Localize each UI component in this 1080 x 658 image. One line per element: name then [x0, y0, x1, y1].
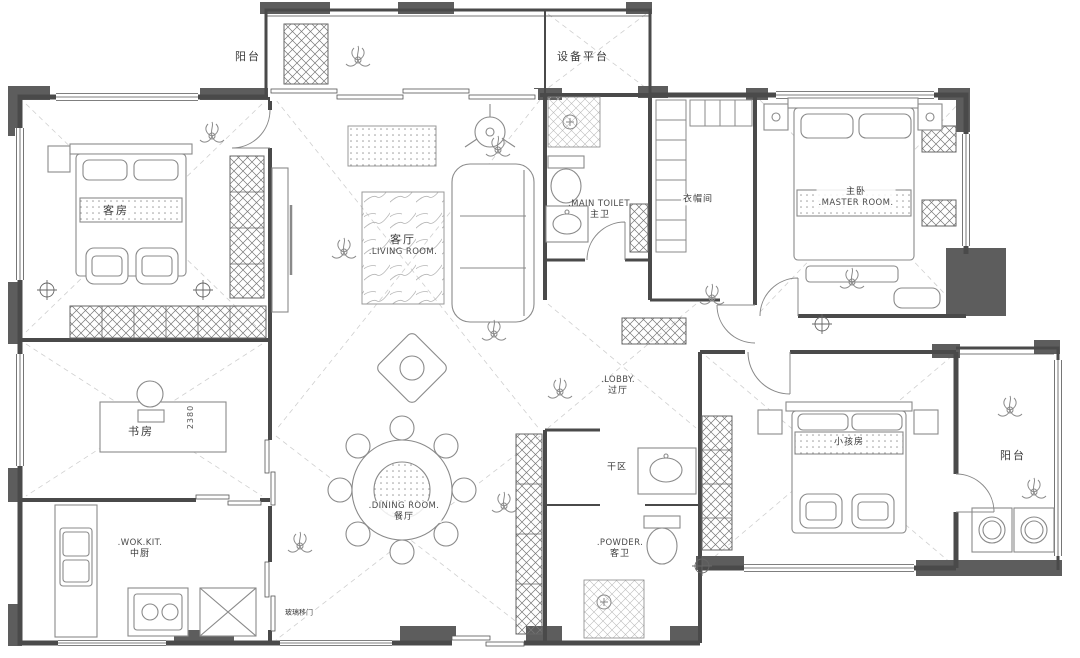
master-room-en-text: .MASTER ROOM.	[818, 198, 894, 209]
wok-kitchen-cn-text: 中厨	[129, 548, 151, 559]
label-study: 书房	[126, 425, 156, 439]
kids-room-text: 小孩房	[833, 437, 865, 448]
lobby-en-text: .LOBBY.	[601, 375, 635, 386]
label-glass-sliding-door: 玻璃移门	[283, 608, 315, 618]
right-balcony-fixtures	[971, 507, 1055, 553]
label-equipment-platform: 设备平台	[557, 50, 609, 64]
glass-door-text: 玻璃移门	[285, 608, 313, 617]
lobby-cn-text: 过厅	[607, 385, 628, 396]
rugs	[347, 125, 445, 305]
label-living-room: 客厅 .LIVING ROOM.	[369, 233, 437, 257]
kids-room-furniture	[757, 401, 939, 534]
label-guest-room: 客房	[101, 204, 131, 218]
wok-kitchen-en-text: .WOK.KIT.	[117, 538, 163, 549]
main-toilet-cn-text: 主卫	[589, 209, 610, 220]
label-balcony-right: 阳台	[1000, 449, 1026, 463]
study-text: 书房	[128, 425, 154, 439]
label-kids-room: 小孩房	[831, 437, 867, 449]
balcony-top-text: 阳台	[235, 50, 261, 64]
study-dimension-text: 2380	[186, 404, 195, 430]
master-room-furniture	[763, 97, 943, 309]
powder-room-fixtures	[596, 447, 697, 610]
study-furniture	[99, 380, 227, 453]
dry-area-text: 干区	[606, 462, 628, 473]
label-dry-area: 干区	[604, 462, 630, 474]
label-master-room: 主卧 .MASTER ROOM.	[816, 187, 896, 209]
balcony-right-text: 阳台	[1000, 449, 1026, 463]
cloakroom-text: 衣帽间	[682, 194, 714, 205]
label-wok-kitchen: .WOK.KIT. 中厨	[118, 538, 163, 560]
master-room-cn-text: 主卧	[845, 187, 867, 198]
dining-room-cn-text: 餐厅	[393, 511, 415, 522]
label-dining-room: .DINING ROOM. 餐厅	[366, 501, 442, 523]
label-lobby: .LOBBY. 过厅	[601, 375, 635, 397]
living-room-cn-text: 客厅	[390, 232, 416, 246]
main-toilet-fixtures	[545, 114, 589, 243]
label-balcony-top: 阳台	[235, 50, 261, 64]
guest-room-furniture	[47, 143, 193, 285]
label-cloakroom: 衣帽间	[680, 194, 716, 206]
kitchen-furniture	[54, 504, 257, 638]
living-room-en-text: .LIVING ROOM.	[368, 246, 438, 257]
label-powder: .POWDER. 客卫	[594, 538, 646, 560]
label-main-toilet: .MAIN TOILET. 主卫	[568, 199, 632, 221]
living-room-furniture	[271, 104, 535, 403]
powder-cn-text: 客卫	[609, 548, 630, 559]
door-swings	[231, 109, 995, 513]
windows	[15, 88, 1063, 649]
dining-room-en-text: .DINING ROOM.	[368, 501, 440, 512]
dining-furniture	[327, 415, 477, 565]
equipment-platform-text: 设备平台	[557, 50, 609, 64]
guest-room-text: 客房	[103, 204, 129, 218]
label-study-dimension: 2380	[186, 405, 196, 429]
main-toilet-en-text: .MAIN TOILET.	[568, 199, 632, 210]
powder-en-text: .POWDER.	[596, 538, 644, 549]
cloakroom-fixtures	[655, 99, 753, 253]
